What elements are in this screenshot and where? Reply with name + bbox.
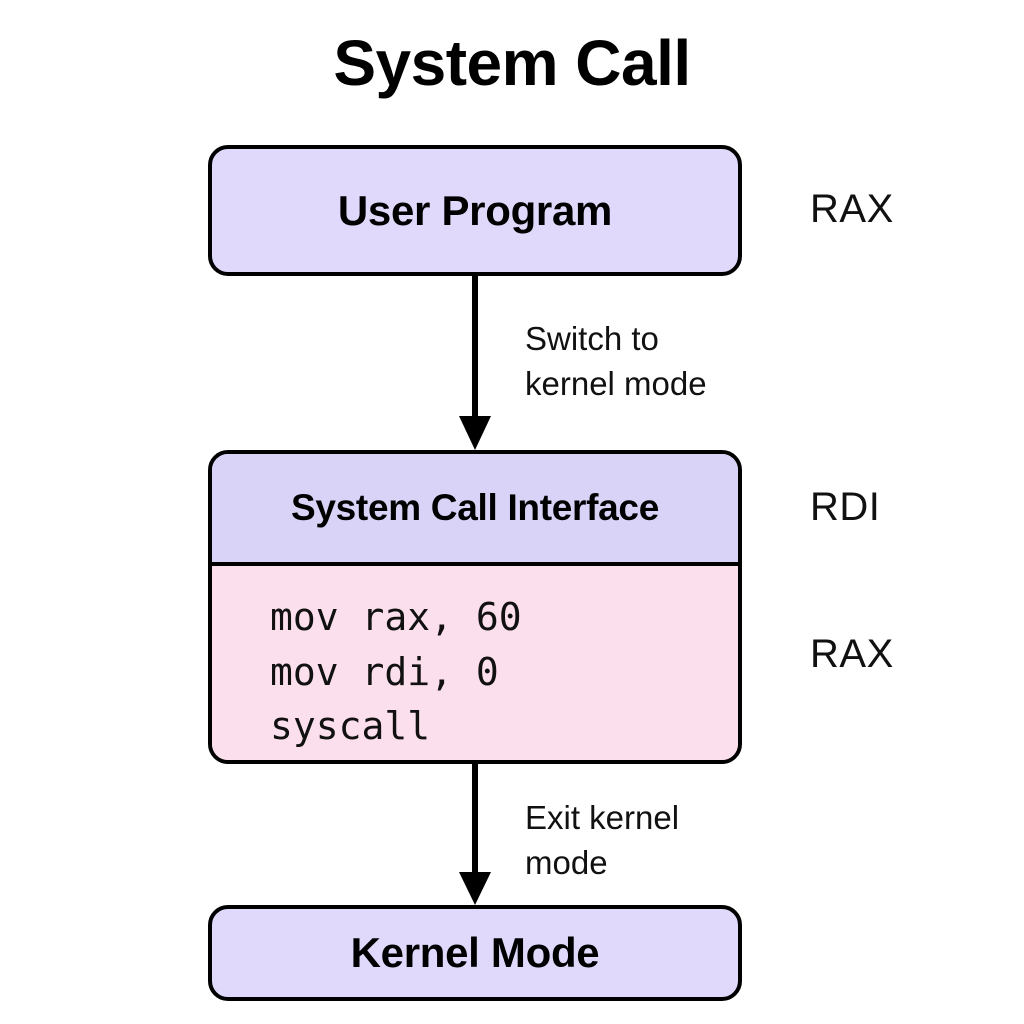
node-system-call-interface-title: System Call Interface (291, 487, 659, 528)
edge-label-switch-to-kernel-mode: Switch to kernel mode (525, 320, 707, 402)
code-block: mov rax, 60 mov rdi, 0 syscall (212, 566, 738, 760)
page-title: System Call (333, 27, 691, 99)
arrow-down-icon (459, 276, 491, 450)
register-annotation-rdi: RDI (810, 485, 881, 529)
node-user-program[interactable]: User Program (208, 145, 742, 276)
node-kernel-mode-label: Kernel Mode (350, 929, 600, 976)
edge-label-exit-kernel-mode: Exit kernel mode (525, 799, 680, 881)
code-line: mov rax, 60 (270, 595, 522, 639)
node-user-program-label: User Program (337, 186, 613, 234)
node-system-call-interface[interactable]: System Call Interface mov rax, 60 mov rd… (208, 450, 742, 764)
node-kernel-mode[interactable]: Kernel Mode (208, 905, 742, 1001)
arrow-down-user-to-interface (455, 276, 495, 451)
code-line: syscall (270, 704, 431, 749)
arrow-down-interface-to-kernel (455, 764, 495, 906)
register-annotation-rax-bottom: RAX (810, 632, 894, 676)
arrow-down-icon (459, 764, 491, 905)
code-line: mov rdi, 0 (270, 649, 499, 694)
register-annotation-rax-top: RAX (810, 187, 894, 231)
node-system-call-interface-header: System Call Interface (212, 454, 738, 566)
